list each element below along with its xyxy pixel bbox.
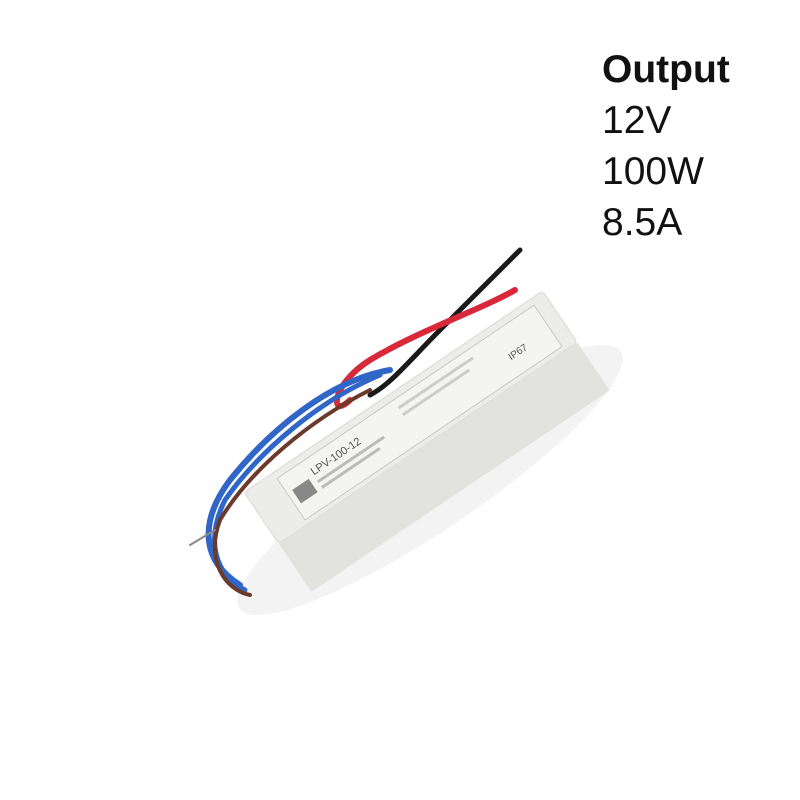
spec-voltage: 12V [602,99,672,142]
product-label [276,304,563,521]
housing-front [278,342,610,592]
spec-current: 8.5A [602,201,683,244]
output-specs: Output 12V 100W 8.5A [602,44,730,248]
specs-title: Output [602,48,730,91]
wires [189,247,523,597]
spec-power: 100W [602,150,704,193]
brand-logo [292,478,318,504]
